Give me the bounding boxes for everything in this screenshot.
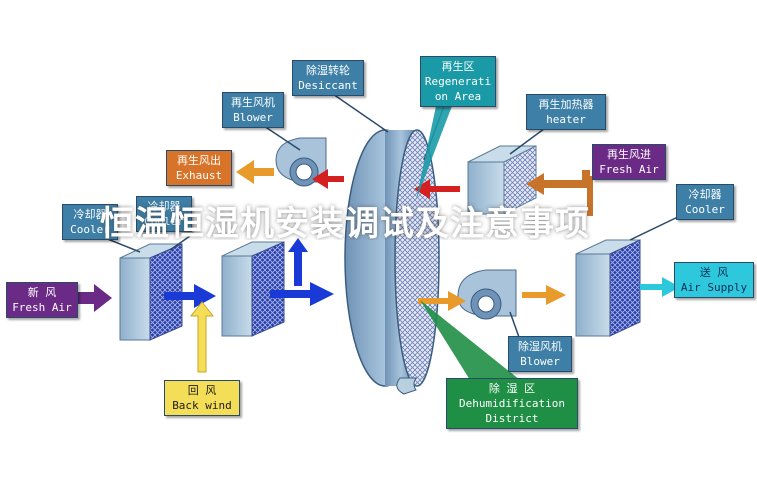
label-zh: 除湿风机 [518,340,562,353]
label-fresh-air: 新 风 Fresh Air [6,282,78,318]
label-en: Desiccant [298,79,358,92]
label-zh: 除湿转轮 [306,64,350,77]
label-zh: 冷却器 [147,200,181,213]
cooler-right-unit [575,239,641,337]
label-blower-top: 再生风机 Blower [222,92,284,128]
label-exhaust: 再生风出 Exhaust [166,150,232,186]
label-zh: 送 风 [699,266,729,279]
label-en: Dehumidification [459,397,565,410]
label-cooler-mid: 冷却器 Cooler [136,196,192,232]
label-zh: 冷却器 [73,208,107,221]
label-zh: 回 风 [187,384,217,397]
label-en: Fresh Air [12,301,72,314]
dehum-pointer [420,300,520,380]
label-en2: on Area [434,90,482,103]
label-zh: 冷却器 [688,188,722,201]
blower-bottom-unit [457,269,517,320]
label-dehum-district: 除 湿 区 Dehumidification District [446,378,578,429]
label-zh: 再生风进 [607,148,651,161]
label-zh: 再生风机 [231,96,275,109]
label-en: Fresh Air [599,163,659,176]
label-zh: 再生区 [441,60,475,73]
label-en: Regenerati [424,75,492,88]
blower-top-unit [275,137,327,187]
label-air-supply: 送 风 Air Supply [674,262,754,298]
label-heater: 再生加热器 heater [526,94,606,130]
label-cooler-left: 冷却器 Cooler [62,204,118,240]
label-en: heater [546,113,586,126]
watermark-title: 恒温恒湿机安装调试及注意事项 [100,204,590,240]
label-zh: 再生风出 [177,154,221,167]
label-cooler-right: 冷却器 Cooler [676,184,734,220]
label-zh: 新 风 [27,286,57,299]
label-back-wind: 回 风 Back wind [164,380,240,416]
label-en: Exhaust [175,169,223,182]
label-regen-area: 再生区 Regenerati on Area [420,56,496,107]
label-en: Air Supply [680,281,748,294]
label-en: Cooler [70,223,110,236]
label-en2: District [485,412,539,425]
label-en: Back wind [172,399,232,412]
label-zh: 除 湿 区 [488,382,536,395]
desiccant-wheel [344,129,440,395]
label-en: Blower [520,355,560,368]
heater-unit [467,145,537,215]
cooler-mid-unit [221,241,285,337]
label-blower-bottom: 除湿风机 Blower [508,336,572,372]
label-en: Blower [233,111,273,124]
label-en: Cooler [685,203,725,216]
regen-pointer [416,106,452,200]
label-en: Cooler [144,215,184,228]
flow-arrows [72,160,680,373]
label-zh: 再生加热器 [538,98,594,111]
label-regen-fresh-air: 再生风进 Fresh Air [592,144,666,180]
label-desiccant: 除湿转轮 Desiccant [292,60,364,96]
